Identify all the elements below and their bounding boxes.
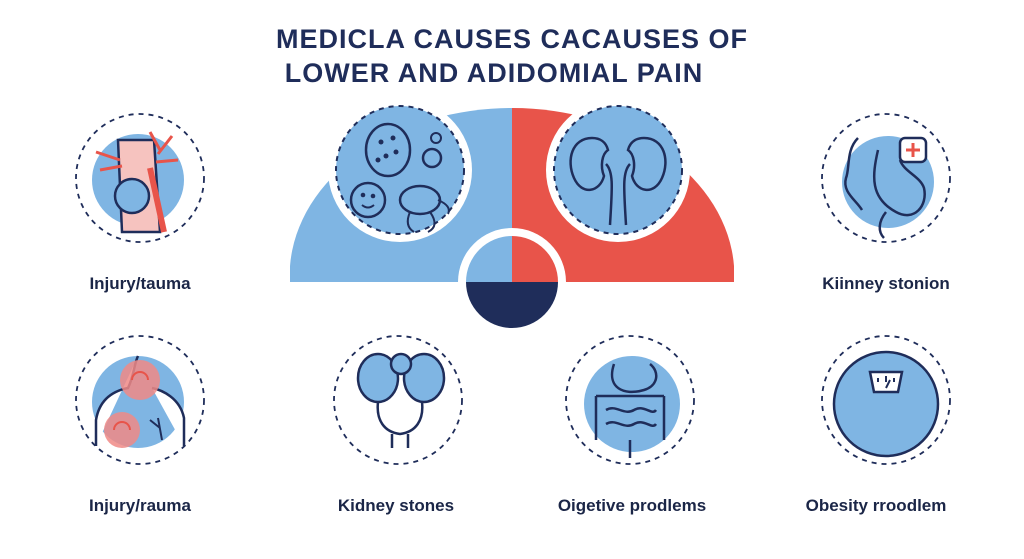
label-injury-rauma: Injury/rauma bbox=[88, 496, 192, 515]
label-kidney-stonion: Kiinney stonion bbox=[822, 274, 950, 293]
page-title: MEDICLA CAUSES CACAUSES OF LOWER AND ADI… bbox=[0, 22, 1024, 90]
label-injury-trauma: Injury/tauma bbox=[89, 274, 191, 293]
label-digestive-problems: Oigetive prodlems bbox=[557, 496, 707, 515]
title-line-2: LOWER AND ADIDOMIAL PAIN bbox=[284, 58, 704, 88]
title-line-1: MEDICLA CAUSES CACAUSES OF bbox=[275, 24, 749, 54]
label-kidney-stones: Kidney stones bbox=[337, 496, 455, 515]
stomach-medical-icon bbox=[821, 113, 951, 243]
gauge-hub-blue bbox=[466, 236, 512, 282]
back-pain-icon bbox=[75, 335, 205, 465]
kidneys-icon bbox=[546, 98, 690, 242]
kidney-stones-icon bbox=[333, 335, 463, 465]
digestive-system-icon bbox=[565, 335, 695, 465]
weight-scale-icon bbox=[821, 335, 951, 465]
gauge-hub-red bbox=[512, 236, 558, 282]
injured-knee-icon bbox=[75, 113, 205, 243]
label-obesity-problem: Obesity rroodlem bbox=[805, 496, 947, 515]
bacteria-icon bbox=[328, 98, 472, 242]
gauge-hub-navy bbox=[466, 282, 558, 328]
